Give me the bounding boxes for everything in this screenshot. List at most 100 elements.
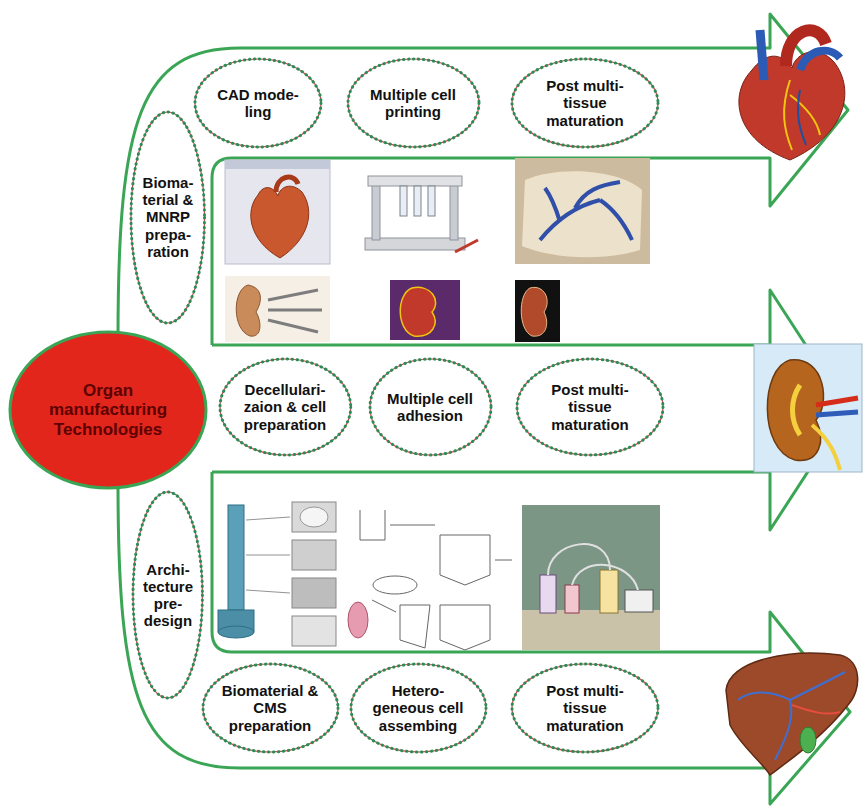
oval-fill	[133, 492, 202, 698]
leader-line	[246, 517, 290, 520]
bench	[522, 610, 660, 650]
cell-drop	[348, 602, 368, 638]
tubing	[548, 544, 638, 590]
vena-cava	[760, 30, 764, 80]
mold-photo-thumb	[292, 616, 336, 646]
mold-thumb-ring	[300, 507, 328, 527]
text-block: Organ manufacturing Technologies	[33, 381, 183, 440]
oval-dotted-rim	[195, 59, 321, 147]
oval-dotted-rim	[517, 359, 663, 455]
photo-frame	[225, 276, 330, 342]
printer-gantry	[368, 176, 462, 186]
beaker-outline	[360, 510, 385, 540]
process-schematic	[348, 510, 512, 650]
liver-body	[726, 653, 858, 775]
step-oval: Multiple cell printing	[346, 57, 481, 149]
step-label: Bioma- terial & MNRP prepa- ration	[138, 174, 198, 260]
coronary-vessel	[784, 80, 820, 150]
step-label: Multiple cell adhesion	[378, 390, 483, 425]
step-label: Post multi- tissue maturation	[543, 381, 638, 433]
pulmonary-artery	[800, 51, 840, 70]
step-label: Hetero- geneous cell assembing	[365, 682, 470, 734]
oval-fill	[512, 59, 658, 147]
pen	[455, 240, 478, 252]
oval-fill	[370, 359, 491, 455]
top-flow-arrow	[118, 14, 848, 345]
kidney-shape	[236, 285, 260, 336]
mold-photo-thumb	[292, 502, 336, 532]
printed-tissue-photo	[515, 158, 650, 264]
oval-dotted-rim	[348, 59, 479, 147]
oval-fill	[517, 359, 663, 455]
picture-frame	[754, 344, 862, 472]
kidney-shape	[767, 360, 823, 461]
step-oval: Post multi- tissue maturation	[510, 662, 660, 754]
oval-dotted-rim	[370, 359, 491, 455]
hepatic-artery	[792, 705, 840, 714]
hub-ellipse: Organ manufacturing Technologies	[8, 330, 208, 490]
photo-frame	[522, 505, 660, 650]
mold-column	[228, 505, 244, 610]
kidney-shape	[521, 287, 547, 336]
beaker-outline	[440, 605, 490, 650]
oval-fill	[203, 664, 338, 752]
oval-fill	[348, 59, 479, 147]
printer-photo	[355, 162, 480, 262]
step-label: Post multi- tissue maturation	[538, 77, 633, 129]
beaker-outline	[400, 605, 430, 648]
step-oval: Decellulari- zaion & cell preparation	[218, 357, 353, 457]
bottle	[565, 585, 579, 613]
oval-dotted-rim	[220, 359, 351, 455]
oval-fill	[195, 59, 321, 147]
bottom-flow-arrow	[118, 472, 850, 804]
text-block: Post multi- tissue maturation	[543, 381, 638, 433]
step-label: CAD mode- ling	[213, 86, 303, 121]
printer-column	[372, 180, 380, 240]
step-oval: Archi- tecture pre- design	[131, 490, 204, 700]
tissue-block	[522, 171, 642, 257]
nozzle	[414, 186, 421, 216]
syringe	[268, 309, 322, 312]
hub-label: Organ manufacturing Technologies	[33, 381, 183, 440]
step-oval: CAD mode- ling	[193, 57, 323, 149]
oval-dotted-rim	[203, 664, 338, 752]
step-oval: Post multi- tissue maturation	[515, 357, 665, 457]
cad-heart-photo	[225, 160, 330, 264]
bottle	[540, 575, 556, 613]
kidney-illustration	[754, 344, 862, 472]
renal-pelvis	[793, 385, 801, 435]
bottle	[600, 570, 618, 613]
text-block: Multiple cell printing	[361, 86, 466, 121]
dish-outline	[373, 576, 417, 594]
photo-frame	[515, 158, 650, 264]
heart-illustration	[739, 30, 845, 160]
kidney-cells-photo	[390, 280, 460, 340]
oval-fill	[512, 664, 658, 752]
heart-body	[739, 52, 845, 160]
syringe	[268, 290, 318, 300]
photo-frame	[390, 280, 460, 340]
ureter	[812, 425, 840, 470]
text-block: Archi- tecture pre- design	[139, 561, 197, 630]
oval-dotted-rim	[351, 664, 486, 752]
mold-disc	[218, 626, 254, 638]
photo-frame	[225, 160, 330, 264]
oval-fill	[220, 359, 351, 455]
printer-column	[450, 180, 458, 240]
syringe	[268, 320, 318, 332]
step-oval: Bioma- terial & MNRP prepa- ration	[129, 110, 207, 325]
step-label: Archi- tecture pre- design	[139, 561, 197, 630]
text-block: CAD mode- ling	[213, 86, 303, 121]
step-label: Decellulari- zaion & cell preparation	[232, 381, 337, 433]
oval-dotted-rim	[131, 112, 205, 323]
nozzle	[428, 186, 435, 216]
flow-line	[390, 525, 435, 526]
oval-dotted-rim	[133, 492, 202, 698]
text-block: Bioma- terial & MNRP prepa- ration	[138, 174, 198, 260]
mold-photo-thumb	[292, 578, 336, 608]
step-oval: Post multi- tissue maturation	[510, 57, 660, 149]
window-bar	[225, 160, 330, 169]
kidney-injection-photo	[225, 276, 330, 342]
leader-line	[246, 590, 290, 593]
